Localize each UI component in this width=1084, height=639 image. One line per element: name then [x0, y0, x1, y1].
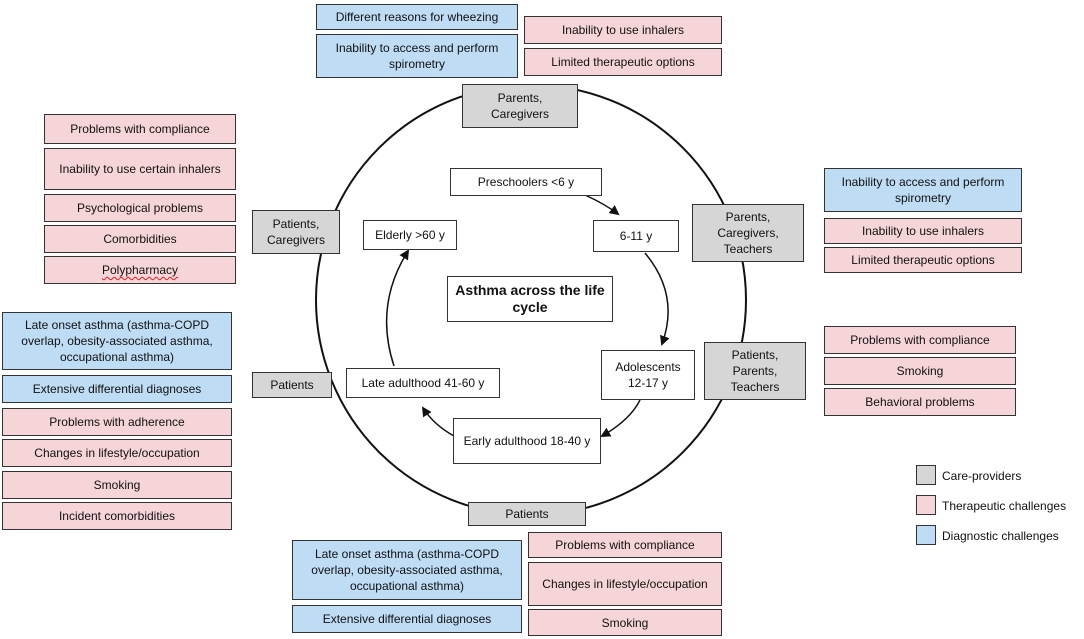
left-smoking: Smoking — [2, 471, 232, 499]
top-diagnostic-spirometry: Inability to access and perform spiromet… — [316, 34, 518, 78]
right-smoking: Smoking — [824, 357, 1016, 385]
upper-left-comorbidities: Comorbidities — [44, 225, 236, 253]
left-diagnostic-late-onset: Late onset asthma (asthma-COPD overlap, … — [2, 312, 232, 370]
legend-label-therapeutic: Therapeutic challenges — [942, 499, 1067, 513]
arrow-preschoolers-to-6-11 — [584, 194, 620, 216]
legend-swatch-care-providers — [916, 465, 936, 485]
care-provider-bottom: Patients — [468, 502, 586, 526]
upper-left-compliance: Problems with compliance — [44, 114, 236, 144]
stage-preschoolers: Preschoolers <6 y — [450, 168, 602, 196]
stage-late-adulthood: Late adulthood 41-60 y — [346, 368, 500, 398]
upper-right-inhalers: Inability to use inhalers — [824, 218, 1022, 244]
care-provider-upper-right: Parents, Caregivers, Teachers — [692, 204, 804, 262]
left-lifestyle: Changes in lifestyle/occupation — [2, 439, 232, 467]
top-diagnostic-wheezing: Different reasons for wheezing — [316, 4, 518, 30]
stage-6-11: 6-11 y — [593, 220, 679, 252]
upper-left-psychological: Psychological problems — [44, 194, 236, 222]
right-behavioral: Behavioral problems — [824, 388, 1016, 416]
bottom-diagnostic-differential: Extensive differential diagnoses — [292, 605, 522, 633]
upper-left-polypharmacy: Polypharmacy — [44, 256, 236, 284]
arrow-6-11-to-adolescents — [644, 252, 670, 346]
bottom-compliance: Problems with compliance — [528, 532, 722, 558]
upper-left-inhalers: Inability to use certain inhalers — [44, 148, 236, 190]
upper-right-options: Limited therapeutic options — [824, 247, 1022, 273]
care-provider-top: Parents, Caregivers — [462, 84, 578, 128]
polypharmacy-label: Polypharmacy — [101, 263, 179, 277]
care-provider-upper-left: Patients, Caregivers — [252, 210, 340, 254]
legend-label-care-providers: Care-providers — [942, 469, 1022, 483]
care-provider-right: Patients, Parents, Teachers — [704, 342, 806, 400]
left-adherence: Problems with adherence — [2, 408, 232, 436]
legend-swatch-therapeutic — [916, 495, 936, 515]
bottom-smoking: Smoking — [528, 609, 722, 636]
top-therapeutic-inhalers: Inability to use inhalers — [524, 16, 722, 44]
arrow-adolescents-to-early-adulthood — [600, 399, 641, 437]
legend-swatch-diagnostic — [916, 525, 936, 545]
bottom-lifestyle: Changes in lifestyle/occupation — [528, 562, 722, 606]
stage-early-adulthood: Early adulthood 18-40 y — [453, 418, 601, 464]
left-incident-comorbidities: Incident comorbidities — [2, 502, 232, 530]
legend-label-diagnostic: Diagnostic challenges — [942, 529, 1059, 543]
upper-right-diagnostic-spirometry: Inability to access and perform spiromet… — [824, 168, 1022, 212]
center-title: Asthma across the life cycle — [447, 276, 613, 322]
bottom-diagnostic-late-onset: Late onset asthma (asthma-COPD overlap, … — [292, 540, 522, 600]
right-compliance: Problems with compliance — [824, 326, 1016, 354]
arrow-late-adulthood-to-elderly — [385, 249, 410, 367]
arrow-early-adulthood-to-late-adulthood — [421, 406, 455, 437]
stage-adolescents: Adolescents 12-17 y — [601, 350, 695, 400]
top-therapeutic-options: Limited therapeutic options — [524, 48, 722, 76]
left-diagnostic-differential: Extensive differential diagnoses — [2, 375, 232, 403]
care-provider-left: Patients — [252, 372, 332, 398]
stage-elderly: Elderly >60 y — [363, 220, 457, 250]
